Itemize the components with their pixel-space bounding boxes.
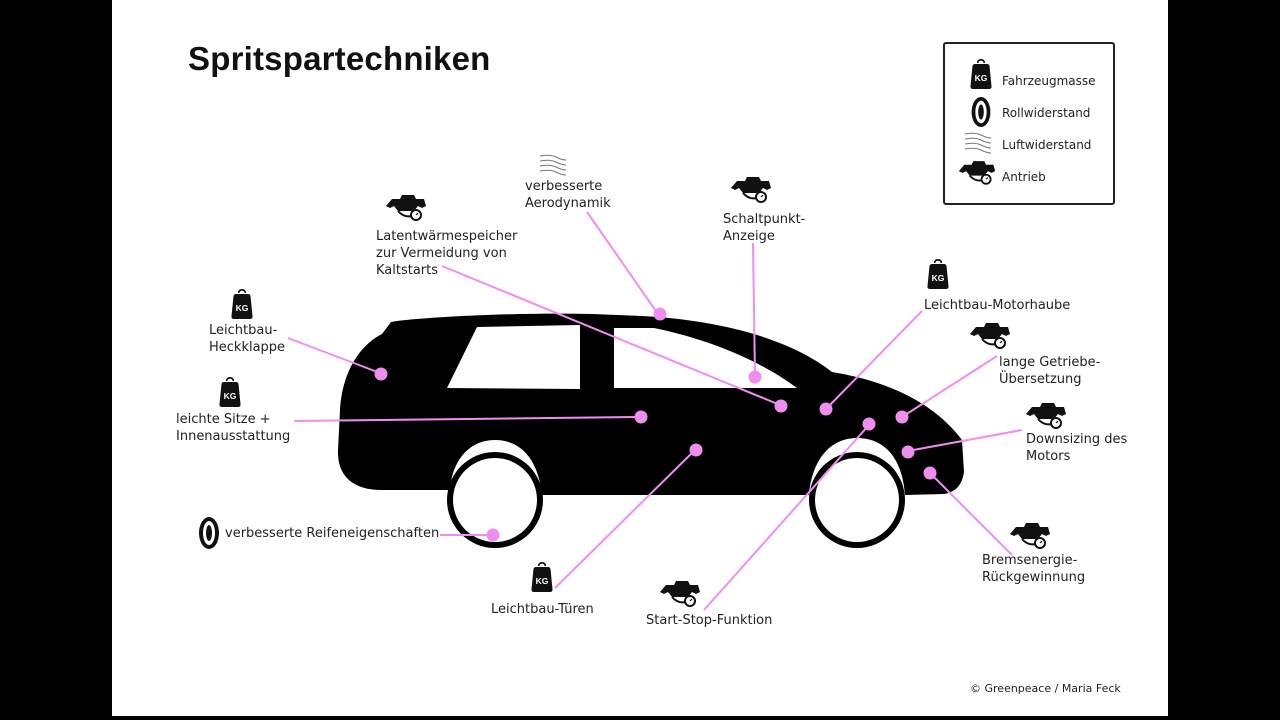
weight-icon: [970, 59, 992, 89]
legend-label: Antrieb: [1002, 170, 1046, 184]
label-latentwaermespeicher: Latentwärmespeicher zur Vermeidung von K…: [376, 229, 518, 278]
page-title: Spritspartechniken: [188, 40, 491, 77]
label-tueren: Leichtbau-Türen: [491, 602, 594, 617]
legend-item: Rollwiderstand: [945, 96, 1113, 128]
label-downsizing: Downsizing des Motors: [1026, 432, 1128, 464]
label-heckklappe: Leichtbau- Heckklappe: [209, 323, 286, 355]
weight-icon: [231, 289, 253, 319]
tire-icon: [971, 96, 991, 128]
legend-label: Luftwiderstand: [1002, 138, 1092, 152]
legend-label: Rollwiderstand: [1002, 106, 1091, 120]
engine-icon: [969, 322, 1011, 349]
car-diagram: KG: [199, 154, 1067, 611]
legend-item: Luftwiderstand: [945, 130, 1113, 160]
rear-window: [447, 325, 580, 389]
connector-lines: [287, 211, 1023, 611]
legend-item: Antrieb: [945, 158, 1113, 188]
connector-dots: [374, 307, 937, 542]
engine-icon: [1009, 522, 1051, 549]
diagram-canvas: KG: [112, 0, 1168, 716]
label-sitze: leichte Sitze + Innenausstattung: [176, 412, 291, 444]
legend-label: Fahrzeugmasse: [1002, 74, 1096, 88]
car-silhouette: [337, 313, 964, 548]
airflow-icon: [964, 132, 992, 154]
label-start-stop: Start-Stop-Funktion: [646, 613, 773, 628]
airflow-icon: [539, 154, 567, 176]
copyright: © Greenpeace / Maria Feck: [970, 682, 1121, 695]
copyright-icon: ©: [970, 682, 981, 695]
engine-icon: [385, 194, 427, 221]
label-getriebe: lange Getriebe- Übersetzung: [999, 355, 1101, 387]
engine-icon: [730, 176, 772, 203]
label-bremsenergie: Bremsenergie- Rückgewinnung: [982, 553, 1086, 585]
engine-icon: [659, 580, 701, 607]
engine-icon: [957, 160, 997, 185]
weight-icon: [219, 377, 241, 407]
label-schaltpunkt: Schaltpunkt- Anzeige: [723, 212, 806, 244]
label-motorhaube: Leichtbau-Motorhaube: [924, 298, 1071, 313]
legend: Fahrzeugmasse Rollwiderstand Luftwiderst…: [943, 42, 1115, 205]
weight-icon: [927, 259, 949, 289]
label-aerodynamik: verbesserte Aerodynamik: [525, 179, 611, 211]
engine-icon: [1025, 402, 1067, 429]
legend-item: Fahrzeugmasse: [945, 58, 1113, 89]
label-reifen: verbesserte Reifeneigenschaften: [225, 526, 440, 541]
copyright-text: Greenpeace / Maria Feck: [984, 682, 1121, 695]
tire-icon: [199, 517, 219, 549]
weight-icon: [531, 562, 553, 592]
